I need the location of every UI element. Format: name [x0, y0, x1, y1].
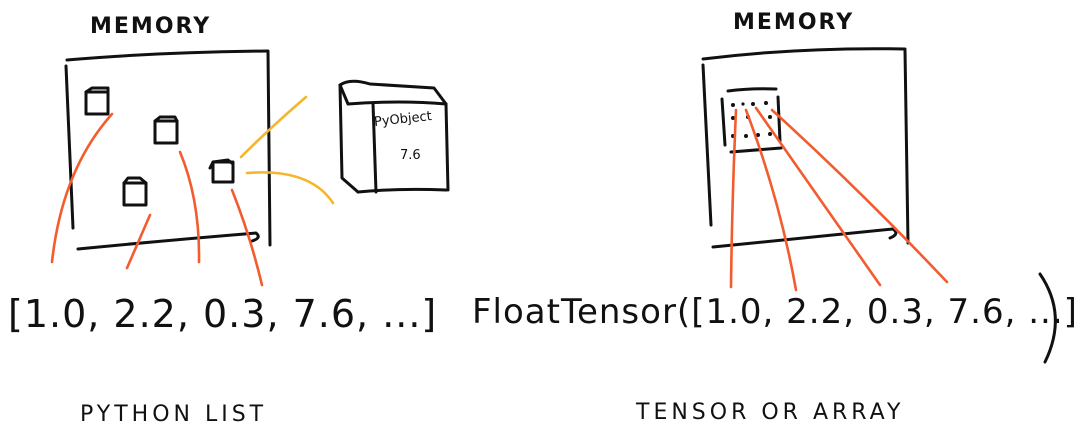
- pyfloat-cube-4: [122, 176, 148, 207]
- right-memory-title: MEMORY: [733, 10, 855, 35]
- pyfloat-cube-2: [153, 115, 179, 145]
- contiguous-storage-dots: [731, 101, 772, 138]
- pyobject-value: 7.6: [400, 148, 421, 163]
- python-list-caption: PYTHON LIST: [80, 402, 268, 427]
- pyobject-zoom-lines: [239, 95, 335, 205]
- left-memory-box: [64, 49, 272, 251]
- pyfloat-cube-1: [84, 86, 110, 116]
- pyfloat-cube-3: [208, 158, 235, 184]
- right-memory-box: [701, 47, 910, 249]
- tensor-caption: TENSOR OR ARRAY: [636, 400, 905, 425]
- tensor-close-paren: [1038, 272, 1057, 364]
- pyobject-cube: [338, 79, 450, 194]
- left-memory-title: MEMORY: [90, 14, 212, 39]
- python-list-literal: [1.0, 2.2, 0.3, 7.6, ...]: [8, 292, 438, 336]
- float-tensor-literal: FloatTensor([1.0, 2.2, 0.3, 7.6, ...]): [472, 292, 1075, 332]
- list-pointers: [50, 106, 949, 292]
